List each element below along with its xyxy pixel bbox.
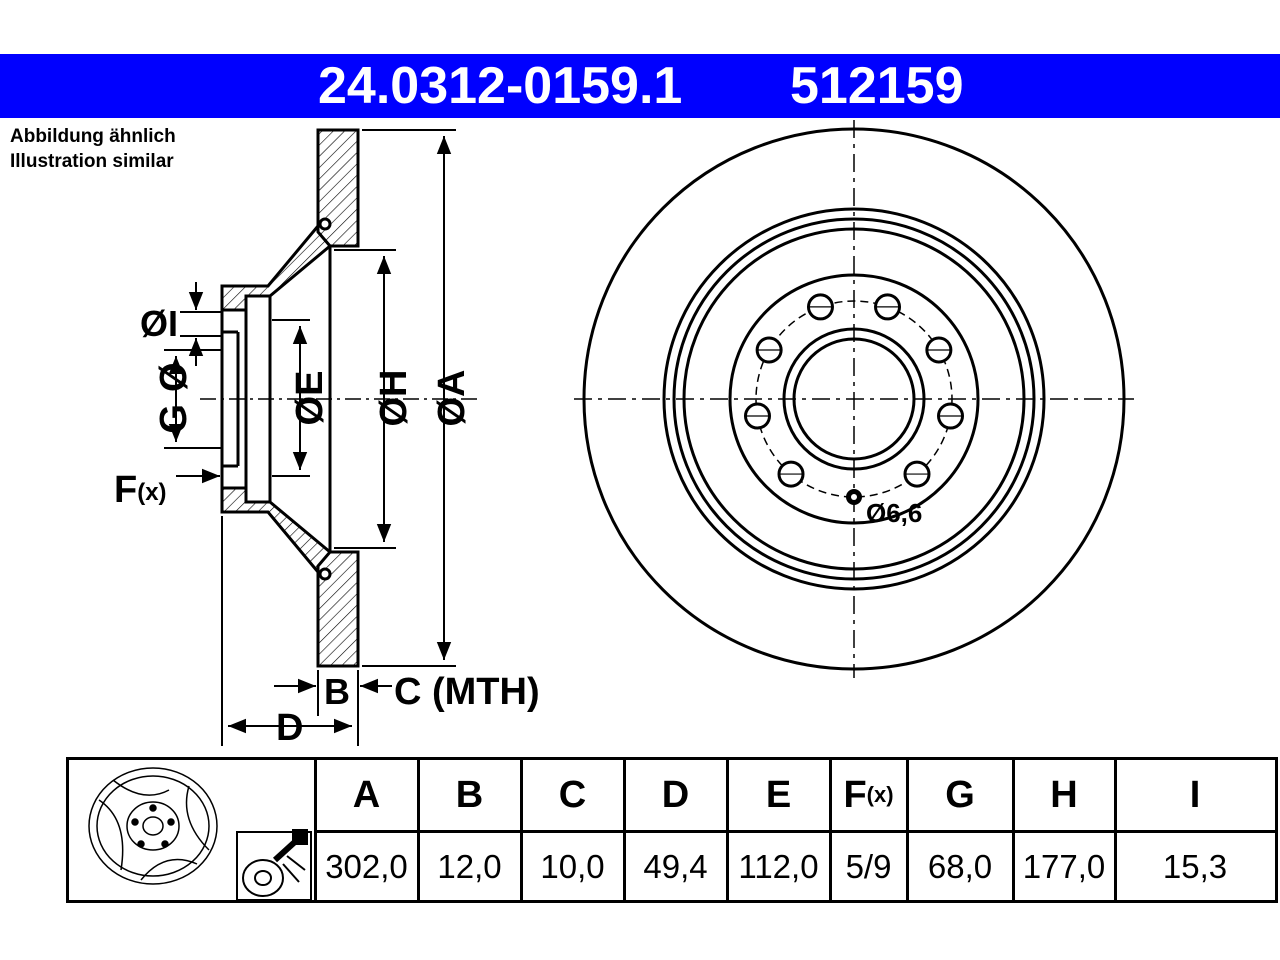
hat-wall-top (220, 225, 331, 312)
icon-cell (88, 767, 312, 900)
label-diam-h: ØH (373, 369, 415, 426)
table-header-c: C (558, 773, 587, 816)
table-header-e: E (765, 773, 792, 816)
table-header-b: B (455, 773, 484, 816)
table-value-c: 10,0 (540, 847, 605, 885)
article-number: 24.0312-0159.1 (318, 57, 683, 115)
label-b: B (324, 671, 350, 712)
table-header-a: A (352, 773, 381, 816)
table-header-g: G (945, 773, 975, 816)
table-divider-v (726, 760, 729, 900)
friction-ring-top (316, 128, 360, 248)
table-divider-v (417, 760, 420, 900)
table-value-a: 302,0 (325, 847, 408, 885)
illustration-note: Abbildung ähnlich Illustration similar (10, 124, 176, 174)
table-value-e: 112,0 (738, 847, 819, 885)
table-value-h: 177,0 (1022, 847, 1106, 885)
table-header-i: I (1189, 773, 1201, 816)
note-en: Illustration similar (10, 151, 174, 172)
brake-disc-icon (88, 767, 218, 885)
table-divider-v (906, 760, 909, 900)
label-diam-g: GØ (153, 362, 195, 433)
table-value-fx: 5/9 (845, 847, 892, 885)
label-f: F(x) (114, 469, 167, 511)
table-divider-v (1012, 760, 1015, 900)
table-header-d: D (661, 773, 690, 816)
label-diam-e: ØE (289, 371, 331, 426)
table-divider-v (829, 760, 832, 900)
table-value-d: 49,4 (643, 847, 708, 885)
label-diam-a: ØA (431, 369, 473, 426)
spec-table: A 302,0 B 12,0 C 10,0 D 49,4 E 112,0 F(x) 5/9 G 68,0 H… (66, 757, 1278, 903)
spray-can-icon (236, 829, 312, 900)
header-bar: 24.0312-0159.1 512159 (0, 54, 1280, 118)
table-divider-h (315, 830, 1275, 833)
table-divider-v (520, 760, 523, 900)
short-number: 512159 (790, 57, 964, 115)
table-value-g: 68,0 (927, 847, 993, 885)
table-value-i: 15,3 (1162, 847, 1228, 885)
hat-wall-bottom (220, 486, 331, 573)
dimension-lines (164, 129, 456, 746)
label-diam-i: ØI (140, 303, 178, 344)
cross-section (220, 128, 360, 668)
friction-ring-bottom (316, 550, 360, 668)
label-c: C (MTH) (394, 671, 540, 713)
bolt-holes (743, 293, 965, 505)
label-bolt-hole: Ø6,6 (866, 498, 922, 528)
table-header-h: H (1050, 773, 1078, 816)
table-divider-v (623, 760, 626, 900)
label-d: D (276, 707, 303, 749)
front-view (574, 120, 1134, 678)
table-header-fx: F(x) (843, 773, 894, 816)
table-divider-v (314, 760, 317, 900)
table-divider-v (1114, 760, 1117, 900)
table-value-b: 12,0 (437, 847, 502, 885)
note-de: Abbildung ähnlich (10, 126, 176, 147)
